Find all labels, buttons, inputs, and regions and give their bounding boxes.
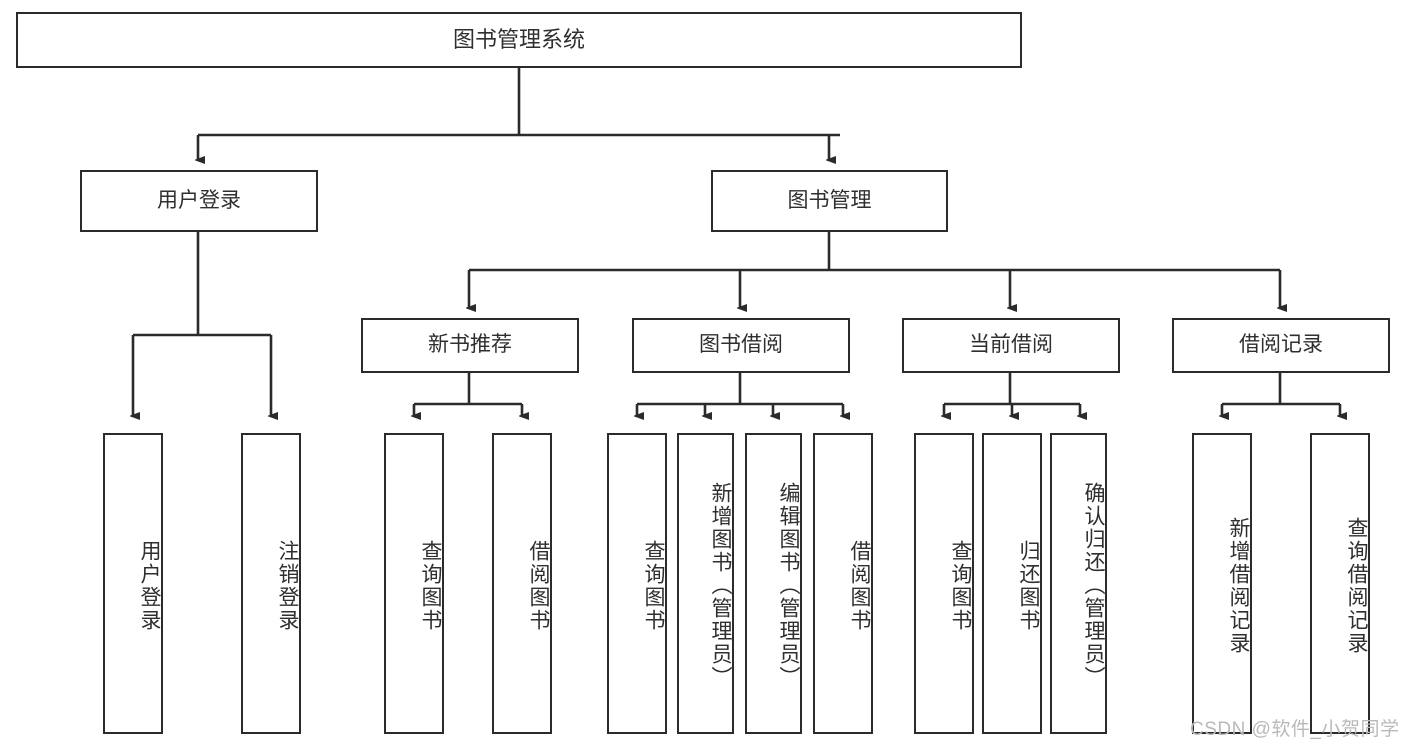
node-label: 当前借阅 — [969, 333, 1053, 357]
edges-booklmgmt-to-level3 — [469, 232, 1280, 308]
leaf-book-borrow-query-book[interactable]: 查询图书 — [607, 433, 667, 734]
node-label: 归还图书 — [1017, 539, 1040, 632]
leaf-new-book-query-book[interactable]: 查询图书 — [384, 433, 444, 734]
edges-currentborrow-to-leaves — [944, 373, 1080, 416]
node-new-book-recommend[interactable]: 新书推荐 — [361, 318, 579, 373]
node-borrow-record[interactable]: 借阅记录 — [1172, 318, 1390, 373]
leaf-borrow-record-add-record[interactable]: 新增借阅记录 — [1192, 433, 1252, 734]
csdn-watermark: CSDN @软件_小贺同学 — [1190, 719, 1400, 740]
node-label: 图书管理 — [787, 188, 872, 212]
leaf-current-borrow-query-book[interactable]: 查询图书 — [914, 433, 974, 734]
node-root-book-management-system[interactable]: 图书管理系统 — [16, 12, 1022, 68]
leaf-book-borrow-borrow-book[interactable]: 借阅图书 — [813, 433, 873, 734]
node-label: 图书借阅 — [699, 333, 783, 357]
edges-bookborrow-to-leaves — [637, 373, 843, 416]
node-user-login[interactable]: 用户登录 — [80, 170, 318, 232]
node-label: 用户登录 — [157, 188, 241, 212]
edges-borrowrecord-to-leaves — [1222, 373, 1340, 416]
node-label: 查询借阅记录 — [1345, 516, 1368, 655]
node-label: 注销登录 — [276, 539, 299, 632]
leaf-borrow-record-query-record[interactable]: 查询借阅记录 — [1310, 433, 1370, 734]
node-label: 图书管理系统 — [452, 27, 585, 53]
node-label: 借阅记录 — [1239, 333, 1323, 357]
node-label: 新书推荐 — [428, 333, 512, 357]
edges-root-to-level2 — [198, 68, 840, 160]
node-book-borrow[interactable]: 图书借阅 — [632, 318, 850, 373]
node-label: 用户登录 — [138, 539, 161, 632]
node-label: 借阅图书 — [848, 539, 871, 632]
leaf-book-borrow-edit-book-admin[interactable]: 编辑图书（管理员） — [745, 433, 802, 734]
node-current-borrow[interactable]: 当前借阅 — [902, 318, 1120, 373]
node-book-management[interactable]: 图书管理 — [711, 170, 948, 232]
node-label: 查询图书 — [419, 539, 442, 632]
node-label: 借阅图书 — [527, 539, 550, 632]
leaf-new-book-borrow-book[interactable]: 借阅图书 — [492, 433, 552, 734]
node-label: 查询图书 — [642, 539, 665, 632]
edges-newbook-to-leaves — [414, 373, 522, 416]
node-label: 新增图书（管理员） — [709, 482, 732, 689]
leaf-current-borrow-confirm-return-admin[interactable]: 确认归还（管理员） — [1050, 433, 1107, 734]
node-label: 确认归还（管理员） — [1082, 482, 1105, 689]
edges-userlogin-to-leaves — [133, 232, 271, 416]
leaf-current-borrow-return-book[interactable]: 归还图书 — [982, 433, 1042, 734]
leaf-book-borrow-add-book-admin[interactable]: 新增图书（管理员） — [677, 433, 734, 734]
node-label: 编辑图书（管理员） — [777, 482, 800, 689]
node-label: 新增借阅记录 — [1227, 516, 1250, 655]
leaf-user-login-logout[interactable]: 注销登录 — [241, 433, 301, 734]
leaf-user-login-login[interactable]: 用户登录 — [103, 433, 163, 734]
node-label: 查询图书 — [949, 539, 972, 632]
